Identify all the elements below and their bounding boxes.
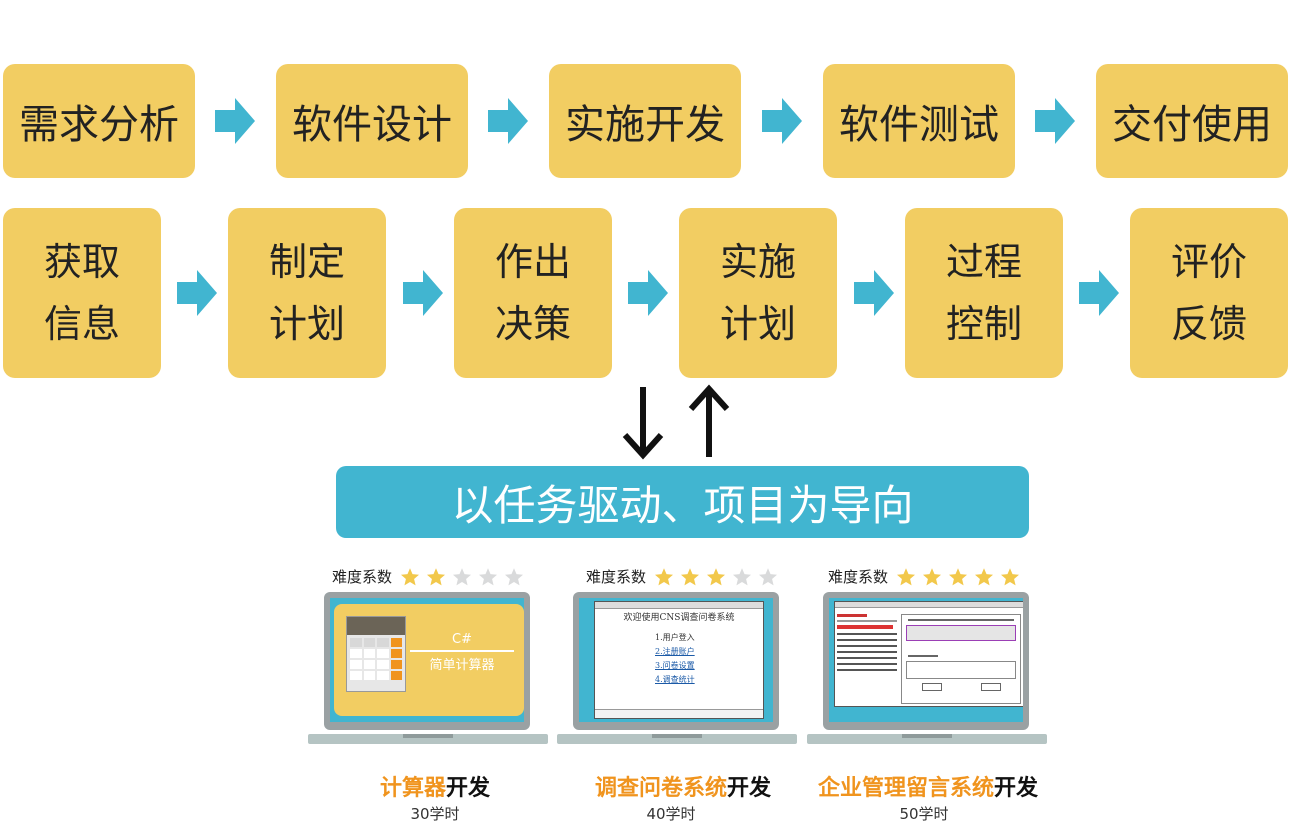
project-name-highlight: 计算器	[379, 776, 446, 801]
right-arrow-icon	[628, 270, 668, 316]
survey-window: 欢迎使用CNS调查问卷系统 1.用户登入 2.注册账户 3.问卷设置 4.调查统…	[594, 601, 764, 719]
survey-menu-item: 3.问卷设置	[655, 661, 695, 670]
laptop-survey: 欢迎使用CNS调查问卷系统 1.用户登入 2.注册账户 3.问卷设置 4.调查统…	[557, 592, 797, 747]
screen-title: C#	[452, 632, 472, 647]
survey-title: 欢迎使用CNS调查问卷系统	[623, 613, 735, 623]
project-hours: 30学时	[410, 805, 460, 823]
right-arrow-icon	[762, 98, 802, 144]
step-line: 实施	[719, 240, 796, 284]
project-title: 企业管理留言系统开发	[798, 770, 1058, 802]
right-arrow-icon	[854, 270, 894, 316]
difficulty-rating: 难度系数	[828, 566, 1026, 587]
star-icon	[453, 567, 472, 585]
difficulty-rating: 难度系数	[332, 566, 530, 587]
project-name-suffix: 开发	[727, 776, 772, 801]
down-arrow-icon	[622, 387, 664, 460]
project-hours: 40学时	[646, 805, 696, 823]
laptop-base	[807, 734, 1047, 744]
step-label: 交付使用	[1112, 102, 1272, 148]
star-icon	[923, 567, 942, 585]
difficulty-rating: 难度系数	[586, 566, 784, 587]
difficulty-label: 难度系数	[828, 568, 889, 586]
star-icon	[949, 567, 968, 585]
calculator-card: C# 简单计算器	[334, 604, 524, 716]
step-line: 信息	[43, 302, 120, 346]
star-icon	[975, 567, 994, 585]
star-icon	[681, 567, 700, 585]
laptop-screen	[823, 592, 1029, 730]
star-icon	[1001, 567, 1020, 585]
task-driven-banner: 以任务驱动、项目为导向	[336, 466, 1029, 538]
project-name-suffix: 开发	[446, 776, 491, 801]
star-rating	[654, 567, 784, 587]
step-line: 控制	[945, 302, 1022, 346]
step-design: 软件设计	[276, 64, 468, 178]
star-icon	[479, 567, 498, 585]
step-label: 软件测试	[839, 102, 999, 148]
step-line: 作出	[494, 240, 571, 284]
step-make-plan: 制定计划	[228, 208, 386, 378]
difficulty-label: 难度系数	[586, 568, 647, 586]
survey-menu-item: 2.注册账户	[655, 647, 695, 656]
step-line: 计划	[719, 302, 796, 346]
right-arrow-icon	[1035, 98, 1075, 144]
calculator-icon	[346, 616, 406, 692]
star-rating	[400, 567, 530, 587]
step-gather-info: 获取信息	[3, 208, 161, 378]
right-arrow-icon	[488, 98, 528, 144]
screen-subtitle: 简单计算器	[429, 658, 495, 673]
star-icon	[733, 567, 752, 585]
step-feedback: 评价反馈	[1130, 208, 1288, 378]
step-process-control: 过程控制	[905, 208, 1063, 378]
project-title: 计算器开发	[305, 770, 565, 802]
step-label: 实施开发	[565, 102, 725, 148]
step-testing: 软件测试	[823, 64, 1015, 178]
step-line: 评价	[1170, 240, 1247, 284]
right-arrow-icon	[215, 98, 255, 144]
star-icon	[401, 567, 420, 585]
message-window	[834, 601, 1023, 707]
step-line: 获取	[43, 240, 120, 284]
project-name-suffix: 开发	[994, 776, 1039, 801]
step-line: 制定	[268, 240, 345, 284]
star-icon	[897, 567, 916, 585]
project-title: 调查问卷系统开发	[553, 770, 813, 802]
step-decide: 作出决策	[454, 208, 612, 378]
step-delivery: 交付使用	[1096, 64, 1288, 178]
star-icon	[505, 567, 524, 585]
laptop-message-system	[807, 592, 1047, 747]
star-rating	[896, 567, 1026, 587]
project-name-highlight: 调查问卷系统	[594, 776, 727, 801]
step-line: 决策	[494, 302, 571, 346]
project-name-highlight: 企业管理留言系统	[817, 776, 994, 801]
step-requirements: 需求分析	[3, 64, 195, 178]
difficulty-label: 难度系数	[332, 568, 393, 586]
step-label: 软件设计	[292, 102, 452, 148]
up-arrow-icon	[688, 384, 730, 457]
project-hours: 50学时	[899, 805, 949, 823]
laptop-calculator: C# 简单计算器	[308, 592, 548, 747]
right-arrow-icon	[177, 270, 217, 316]
laptop-base	[557, 734, 797, 744]
star-icon	[427, 567, 446, 585]
laptop-base	[308, 734, 548, 744]
step-execute-plan: 实施计划	[679, 208, 837, 378]
step-label: 需求分析	[19, 102, 179, 148]
step-line: 过程	[945, 240, 1022, 284]
survey-menu-item: 4.调查统计	[655, 675, 695, 684]
star-icon	[655, 567, 674, 585]
star-icon	[707, 567, 726, 585]
star-icon	[759, 567, 778, 585]
laptop-screen: C# 简单计算器	[324, 592, 530, 730]
right-arrow-icon	[403, 270, 443, 316]
right-arrow-icon	[1079, 270, 1119, 316]
step-implementation: 实施开发	[549, 64, 741, 178]
step-line: 反馈	[1170, 302, 1247, 346]
banner-text: 以任务驱动、项目为导向	[451, 480, 914, 530]
laptop-screen: 欢迎使用CNS调查问卷系统 1.用户登入 2.注册账户 3.问卷设置 4.调查统…	[573, 592, 779, 730]
survey-menu-item: 1.用户登入	[655, 633, 695, 642]
step-line: 计划	[268, 302, 345, 346]
